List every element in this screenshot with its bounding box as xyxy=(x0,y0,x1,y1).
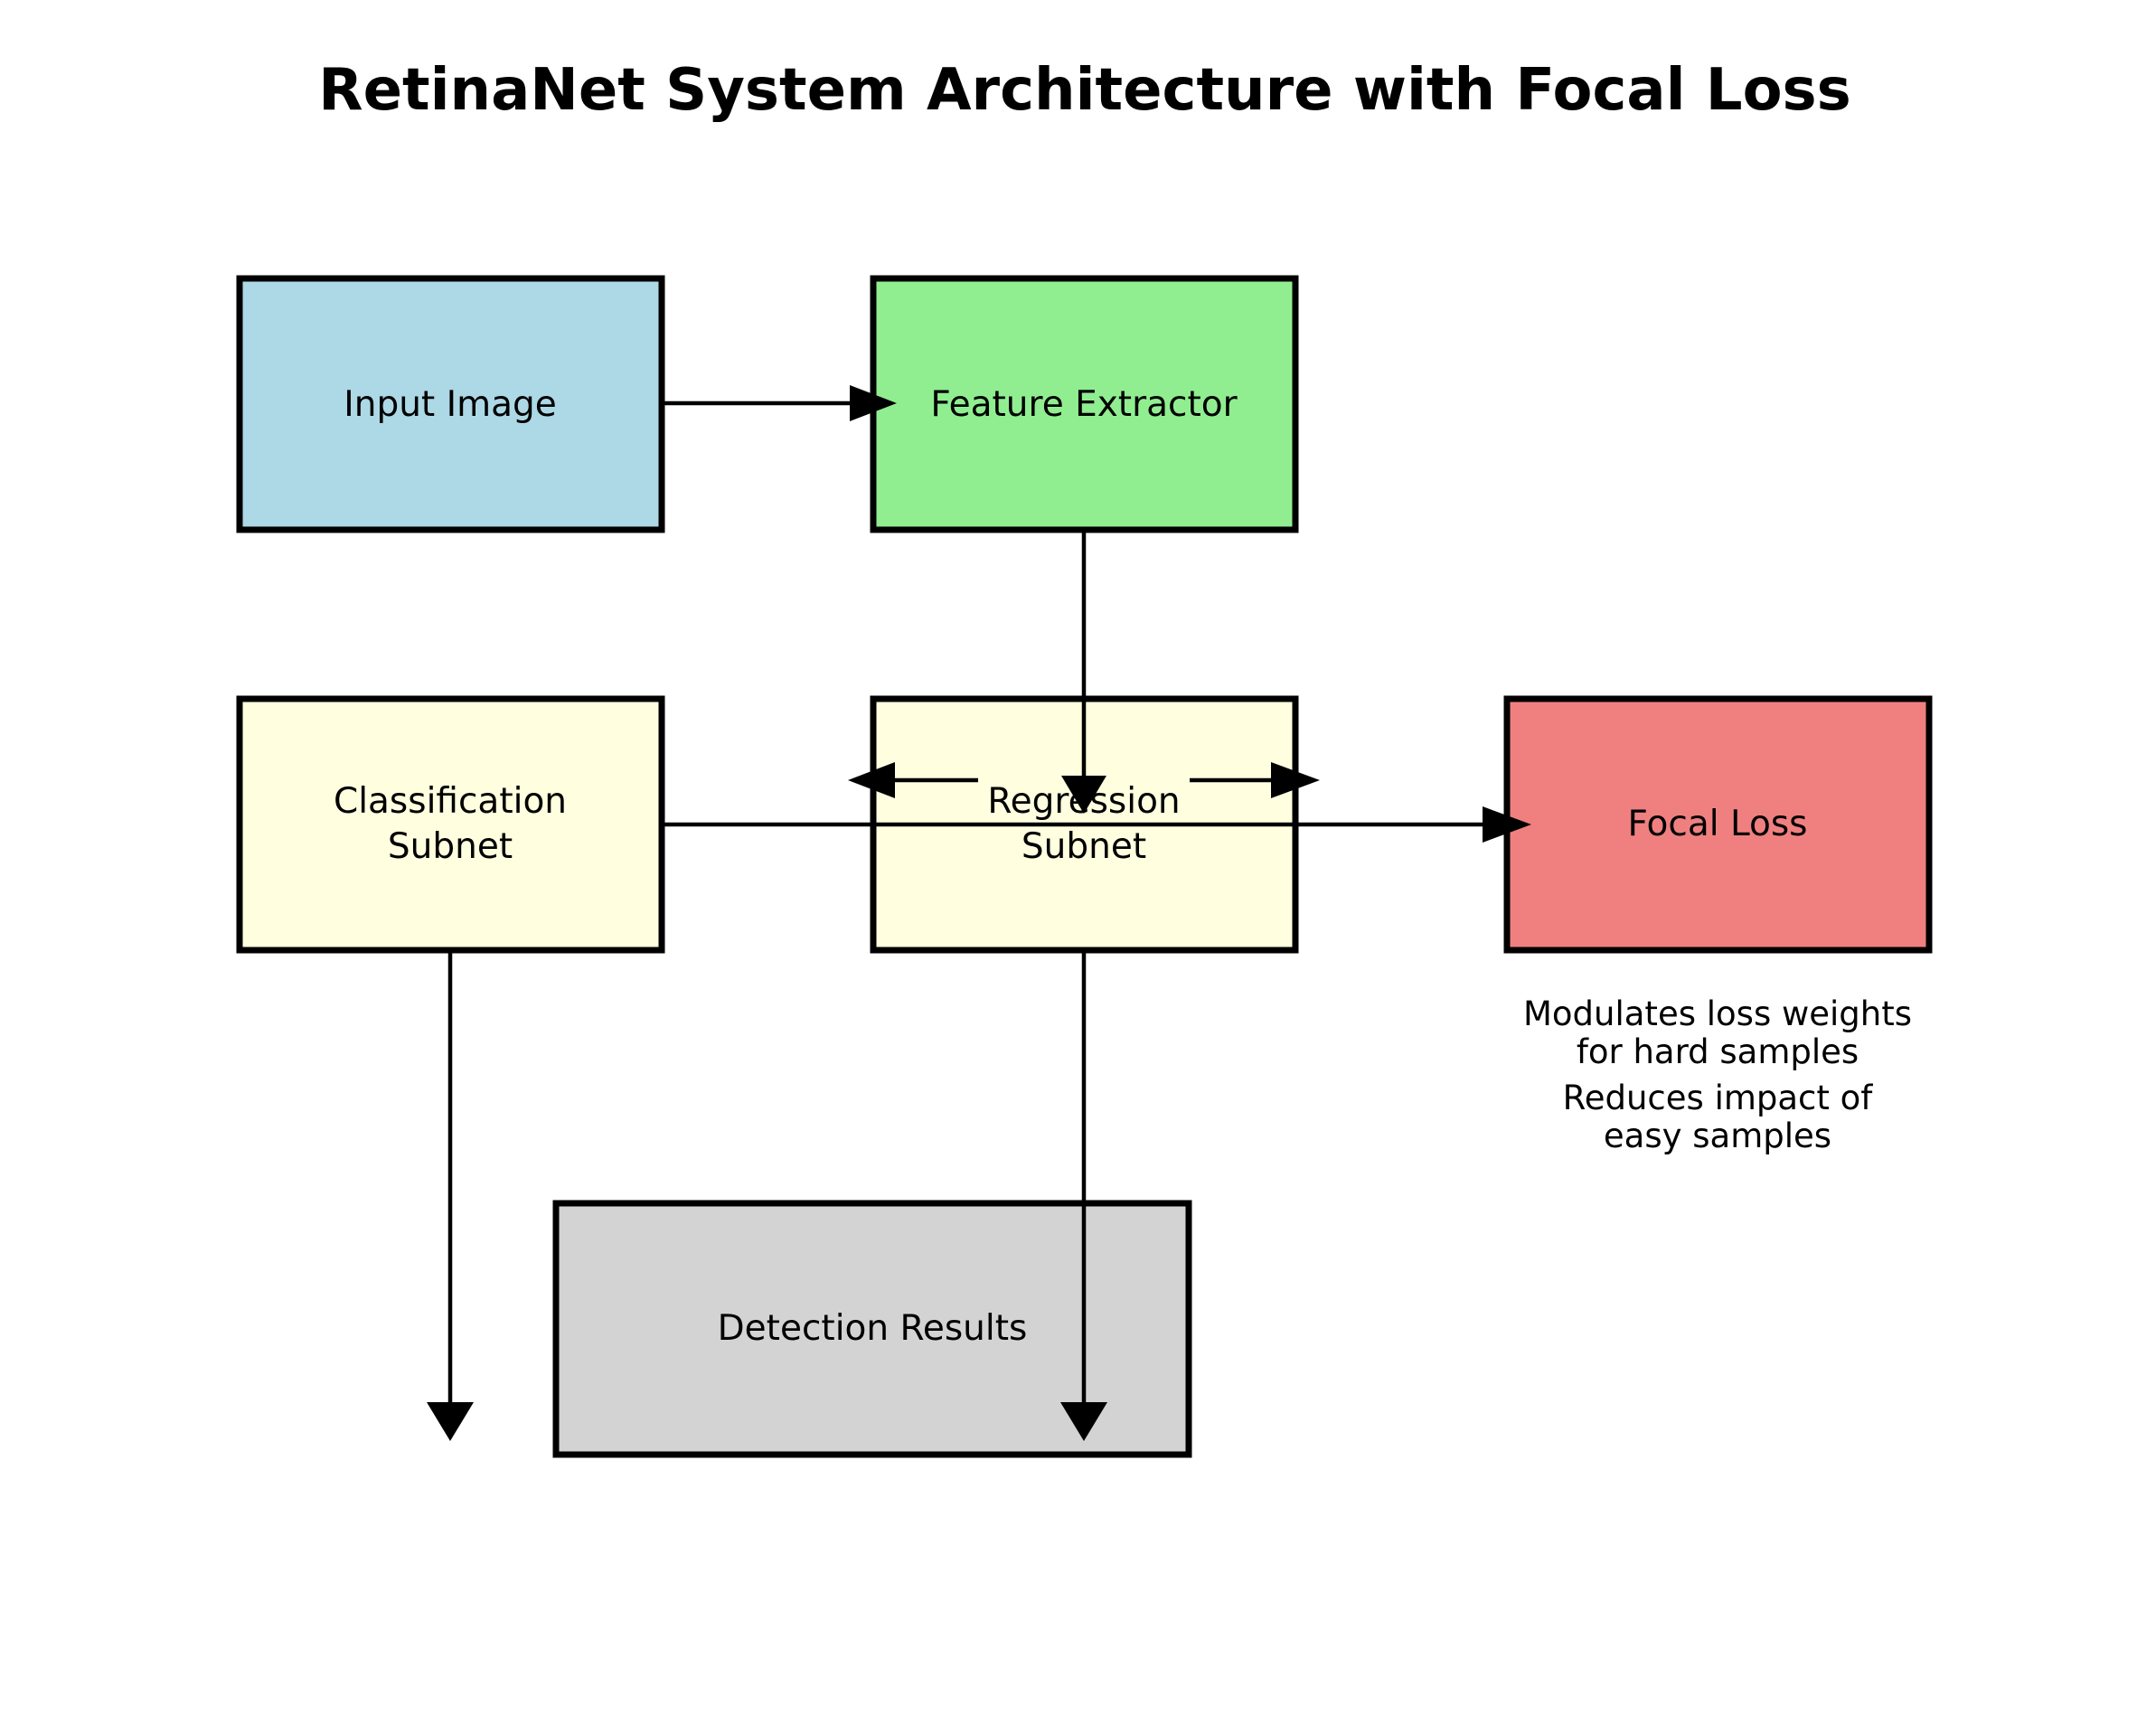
arrowhead xyxy=(848,762,895,798)
arrowhead xyxy=(1060,1402,1107,1441)
regression-subnet-label-line2: Subnet xyxy=(1022,826,1146,867)
edge-regression-to-classification-subnet xyxy=(848,762,978,798)
focal-loss-note-2-line1: Reduces impact of xyxy=(1563,1079,1874,1117)
arrowhead xyxy=(1483,806,1531,843)
edge-classification-to-detection xyxy=(427,950,474,1441)
input-image-label: Input Image xyxy=(344,384,557,425)
focal-loss-note-1-line1: Modulates loss weights xyxy=(1523,994,1912,1033)
feature-extractor-label: Feature Extractor xyxy=(930,384,1238,425)
classification-subnet-label-line1: Classification xyxy=(334,781,567,822)
arrowhead xyxy=(850,385,897,421)
edge-regression-to-detection xyxy=(1060,950,1107,1441)
focal-loss-box xyxy=(1503,695,1933,954)
classification-subnet-label-line2: Subnet xyxy=(388,826,513,867)
focal-loss-note-2-line2: easy samples xyxy=(1604,1116,1831,1155)
focal-loss-note-1-line2: for hard samples xyxy=(1577,1032,1859,1071)
arrowhead xyxy=(427,1402,474,1441)
input-image-box xyxy=(236,275,665,533)
focal-loss-label: Focal Loss xyxy=(1627,804,1807,844)
edge-regression-to-focal-loss xyxy=(1190,762,1320,798)
arrowhead xyxy=(1271,762,1320,798)
detection-results-label: Detection Results xyxy=(718,1308,1028,1349)
feature-extractor-box xyxy=(870,275,1299,533)
edge-input-to-feature-extractor xyxy=(663,385,897,421)
classification-subnet-box xyxy=(236,695,665,954)
arrowhead xyxy=(1061,776,1106,814)
edge-classification-to-focal-loss xyxy=(663,806,1531,843)
edge-feature-extractor-to-regression-subnet xyxy=(1061,530,1106,814)
diagram-title: RetinaNet System Architecture with Focal… xyxy=(318,57,1850,124)
